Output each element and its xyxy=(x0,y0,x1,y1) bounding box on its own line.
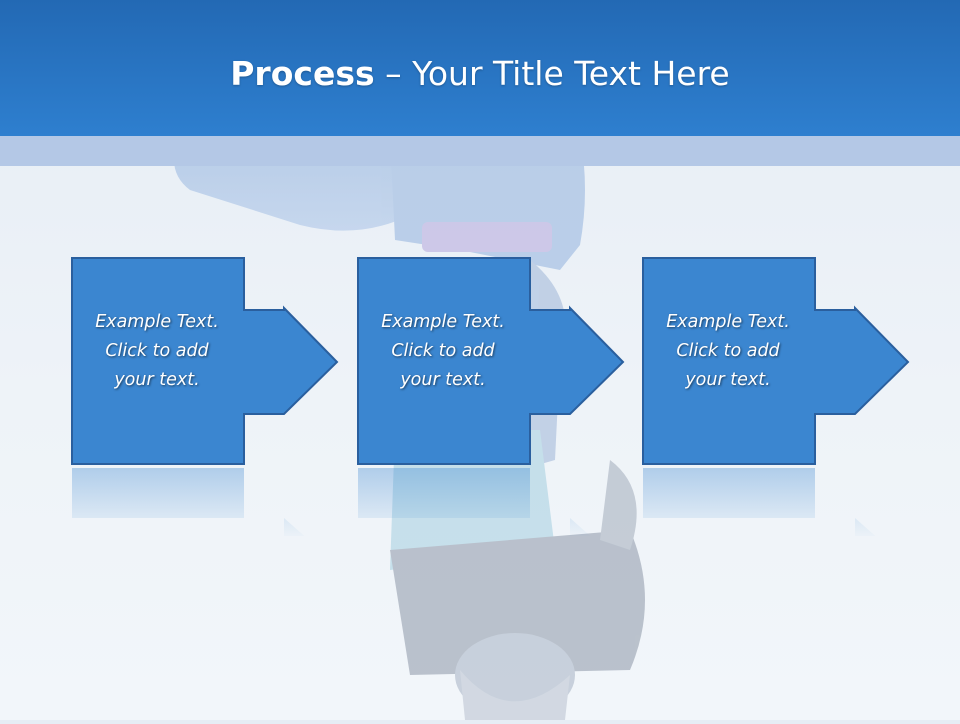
step-text-line: your text. xyxy=(114,370,200,390)
title-bold: Process xyxy=(230,54,375,93)
title-rest: – Your Title Text Here xyxy=(374,54,730,93)
step-arrow-shape xyxy=(71,257,339,536)
step-text-line: Example Text. xyxy=(95,312,219,332)
header-band xyxy=(0,136,960,166)
slide-title[interactable]: Process – Your Title Text Here xyxy=(0,52,960,96)
step-text[interactable]: Example Text. Click to add your text. xyxy=(643,308,813,395)
process-step-1[interactable]: Example Text. Click to add your text. xyxy=(70,256,340,536)
step-arrow-shape xyxy=(357,257,625,536)
step-text-line: Click to add xyxy=(105,341,209,361)
step-text-line: Example Text. xyxy=(381,312,505,332)
step-arrow-shape xyxy=(642,257,910,536)
step-text-line: your text. xyxy=(685,370,771,390)
step-text-line: Click to add xyxy=(676,341,780,361)
title-bar xyxy=(0,0,960,136)
step-text[interactable]: Example Text. Click to add your text. xyxy=(358,308,528,395)
step-text-line: Click to add xyxy=(391,341,495,361)
process-step-3[interactable]: Example Text. Click to add your text. xyxy=(641,256,911,536)
step-text-line: Example Text. xyxy=(666,312,790,332)
step-text[interactable]: Example Text. Click to add your text. xyxy=(72,308,242,395)
process-step-2[interactable]: Example Text. Click to add your text. xyxy=(356,256,626,536)
step-text-line: your text. xyxy=(400,370,486,390)
